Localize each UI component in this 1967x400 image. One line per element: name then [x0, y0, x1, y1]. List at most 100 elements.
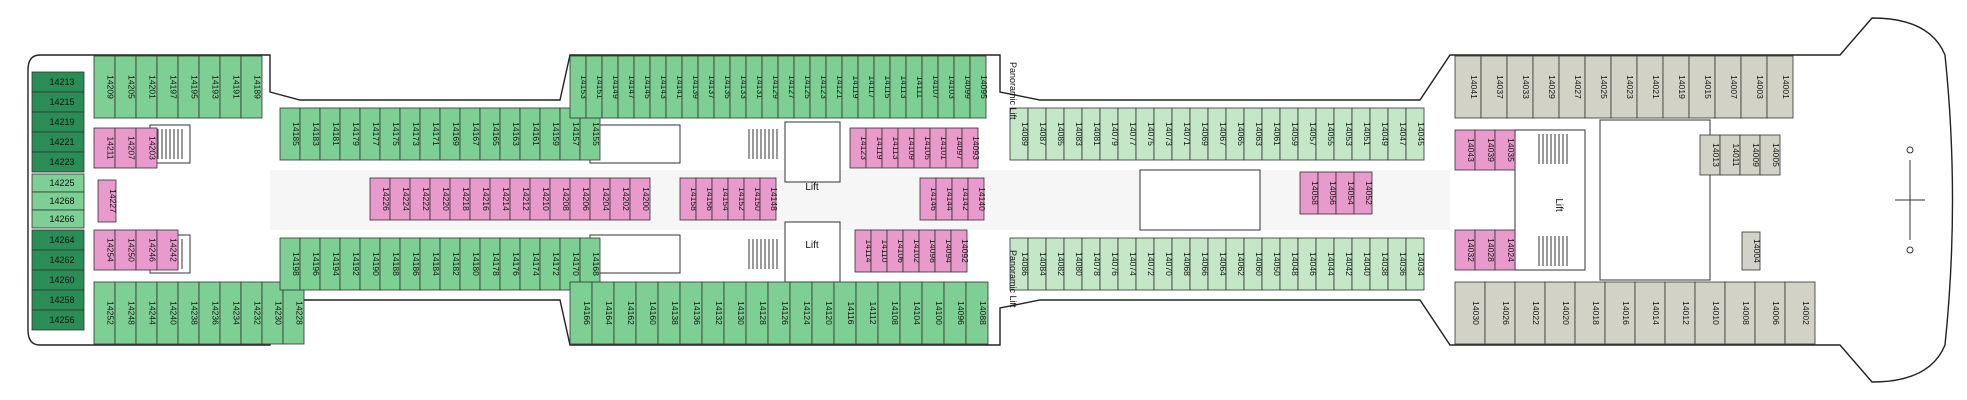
cabin[interactable]: 14040 [1351, 237, 1372, 291]
cabin[interactable]: 14104 [899, 281, 923, 345]
cabin[interactable]: 14223 [31, 151, 85, 173]
cabin[interactable]: 14179 [339, 107, 361, 161]
cabin[interactable]: 14192 [339, 237, 361, 291]
cabin[interactable]: 14219 [31, 111, 85, 133]
cabin[interactable]: 14037 [1480, 55, 1508, 119]
cabin[interactable]: 14087 [1027, 107, 1048, 161]
cabin[interactable]: 14264 [31, 229, 85, 251]
cabin[interactable]: 14021 [1636, 55, 1664, 119]
cabin[interactable]: 14177 [359, 107, 381, 161]
cabin[interactable]: 14180 [459, 237, 481, 291]
cabin[interactable]: 14067 [1207, 107, 1228, 161]
cabin[interactable]: 14234 [219, 281, 242, 345]
cabin[interactable]: 14002 [1784, 281, 1816, 345]
cabin[interactable]: 14101 [929, 127, 949, 169]
cabin[interactable]: 14055 [1315, 107, 1336, 161]
cabin[interactable]: 14221 [31, 131, 85, 153]
cabin-box[interactable] [1506, 55, 1534, 119]
cabin[interactable]: 14085 [1045, 107, 1066, 161]
cabin[interactable]: 14220 [429, 177, 451, 221]
cabin[interactable]: 14029 [1532, 55, 1560, 119]
cabin[interactable]: 14092 [950, 229, 970, 273]
cabin[interactable]: 14224 [389, 177, 411, 221]
cabin[interactable]: 14258 [31, 289, 85, 311]
cabin[interactable]: 14126 [767, 281, 791, 345]
cabin[interactable]: 14112 [855, 281, 879, 345]
cabin-box[interactable] [1480, 55, 1508, 119]
cabin[interactable]: 14198 [279, 237, 301, 291]
cabin[interactable]: 14205 [114, 55, 137, 119]
cabin[interactable]: 14010 [1694, 281, 1726, 345]
cabin[interactable]: 14228 [282, 281, 305, 345]
cabin-box[interactable] [961, 127, 979, 169]
cabin[interactable]: 14246 [135, 229, 158, 271]
cabin[interactable]: 14216 [469, 177, 491, 221]
cabin[interactable]: 14108 [877, 281, 901, 345]
cabin[interactable]: 14210 [529, 177, 551, 221]
cabin[interactable]: 14123 [809, 55, 829, 119]
cabin-box[interactable] [950, 229, 968, 273]
cabin[interactable]: 14083 [1063, 107, 1084, 161]
cabin[interactable]: 14015 [1688, 55, 1716, 119]
cabin[interactable]: 14006 [1754, 281, 1786, 345]
cabin[interactable]: 14030 [1454, 281, 1486, 345]
cabin[interactable]: 14068 [1171, 237, 1192, 291]
cabin[interactable]: 14256 [31, 309, 85, 331]
cabin[interactable]: 14195 [177, 55, 200, 119]
cabin[interactable]: 14240 [156, 281, 179, 345]
cabin[interactable]: 14147 [617, 55, 637, 119]
cabin[interactable]: 14160 [635, 281, 659, 345]
cabin[interactable]: 14184 [419, 237, 441, 291]
cabin[interactable]: 14236 [198, 281, 221, 345]
cabin[interactable]: 14206 [569, 177, 591, 221]
cabin[interactable]: 14211 [93, 127, 116, 169]
cabin[interactable]: 14036 [1387, 237, 1408, 291]
cabin[interactable]: 14044 [1315, 237, 1336, 291]
cabin[interactable]: 14116 [833, 281, 857, 345]
cabin[interactable]: 14058 [1299, 171, 1320, 215]
cabin[interactable]: 14182 [439, 237, 461, 291]
cabin-box[interactable] [1574, 281, 1606, 345]
cabin[interactable]: 14130 [723, 281, 747, 345]
cabin[interactable]: 14120 [811, 281, 835, 345]
cabin[interactable]: 14054 [1335, 171, 1356, 215]
cabin[interactable]: 14035 [1494, 129, 1516, 171]
cabin[interactable]: 14064 [1207, 237, 1228, 291]
cabin[interactable]: 14230 [261, 281, 284, 345]
cabin-box[interactable] [1405, 237, 1425, 291]
cabin-box[interactable] [1544, 281, 1576, 345]
cabin[interactable]: 14061 [1261, 107, 1282, 161]
cabin-box[interactable] [965, 281, 989, 345]
cabin[interactable]: 14185 [279, 107, 301, 161]
cabin[interactable]: 14066 [1189, 237, 1210, 291]
cabin-box[interactable] [1714, 55, 1742, 119]
cabin[interactable]: 14175 [379, 107, 401, 161]
cabin[interactable]: 14033 [1506, 55, 1534, 119]
cabin[interactable]: 14189 [240, 55, 263, 119]
cabin-box[interactable] [1694, 281, 1726, 345]
cabin-box[interactable] [1494, 229, 1516, 271]
cabin[interactable]: 14244 [135, 281, 158, 345]
cabin[interactable]: 14109 [897, 127, 917, 169]
cabin[interactable]: 14132 [701, 281, 725, 345]
cabin-box[interactable] [1604, 281, 1636, 345]
cabin[interactable]: 14154 [711, 177, 731, 221]
cabin-box[interactable] [967, 177, 985, 221]
cabin[interactable]: 14153 [569, 55, 589, 119]
cabin[interactable]: 14009 [1739, 134, 1761, 176]
cabin-box[interactable] [31, 309, 85, 331]
cabin[interactable]: 14226 [369, 177, 391, 221]
cabin[interactable]: 14052 [1353, 171, 1374, 215]
cabin[interactable]: 14232 [240, 281, 263, 345]
cabin[interactable]: 14200 [629, 177, 651, 221]
cabin[interactable]: 14020 [1544, 281, 1576, 345]
cabin[interactable]: 14194 [319, 237, 341, 291]
cabin[interactable]: 14069 [1189, 107, 1210, 161]
cabin[interactable]: 14266 [31, 209, 85, 229]
cabin[interactable]: 14197 [156, 55, 179, 119]
cabin[interactable]: 14163 [499, 107, 521, 161]
cabin[interactable]: 14181 [319, 107, 341, 161]
cabin-box[interactable] [1741, 231, 1761, 271]
cabin-box[interactable] [1688, 55, 1716, 119]
cabin[interactable]: 14193 [198, 55, 221, 119]
